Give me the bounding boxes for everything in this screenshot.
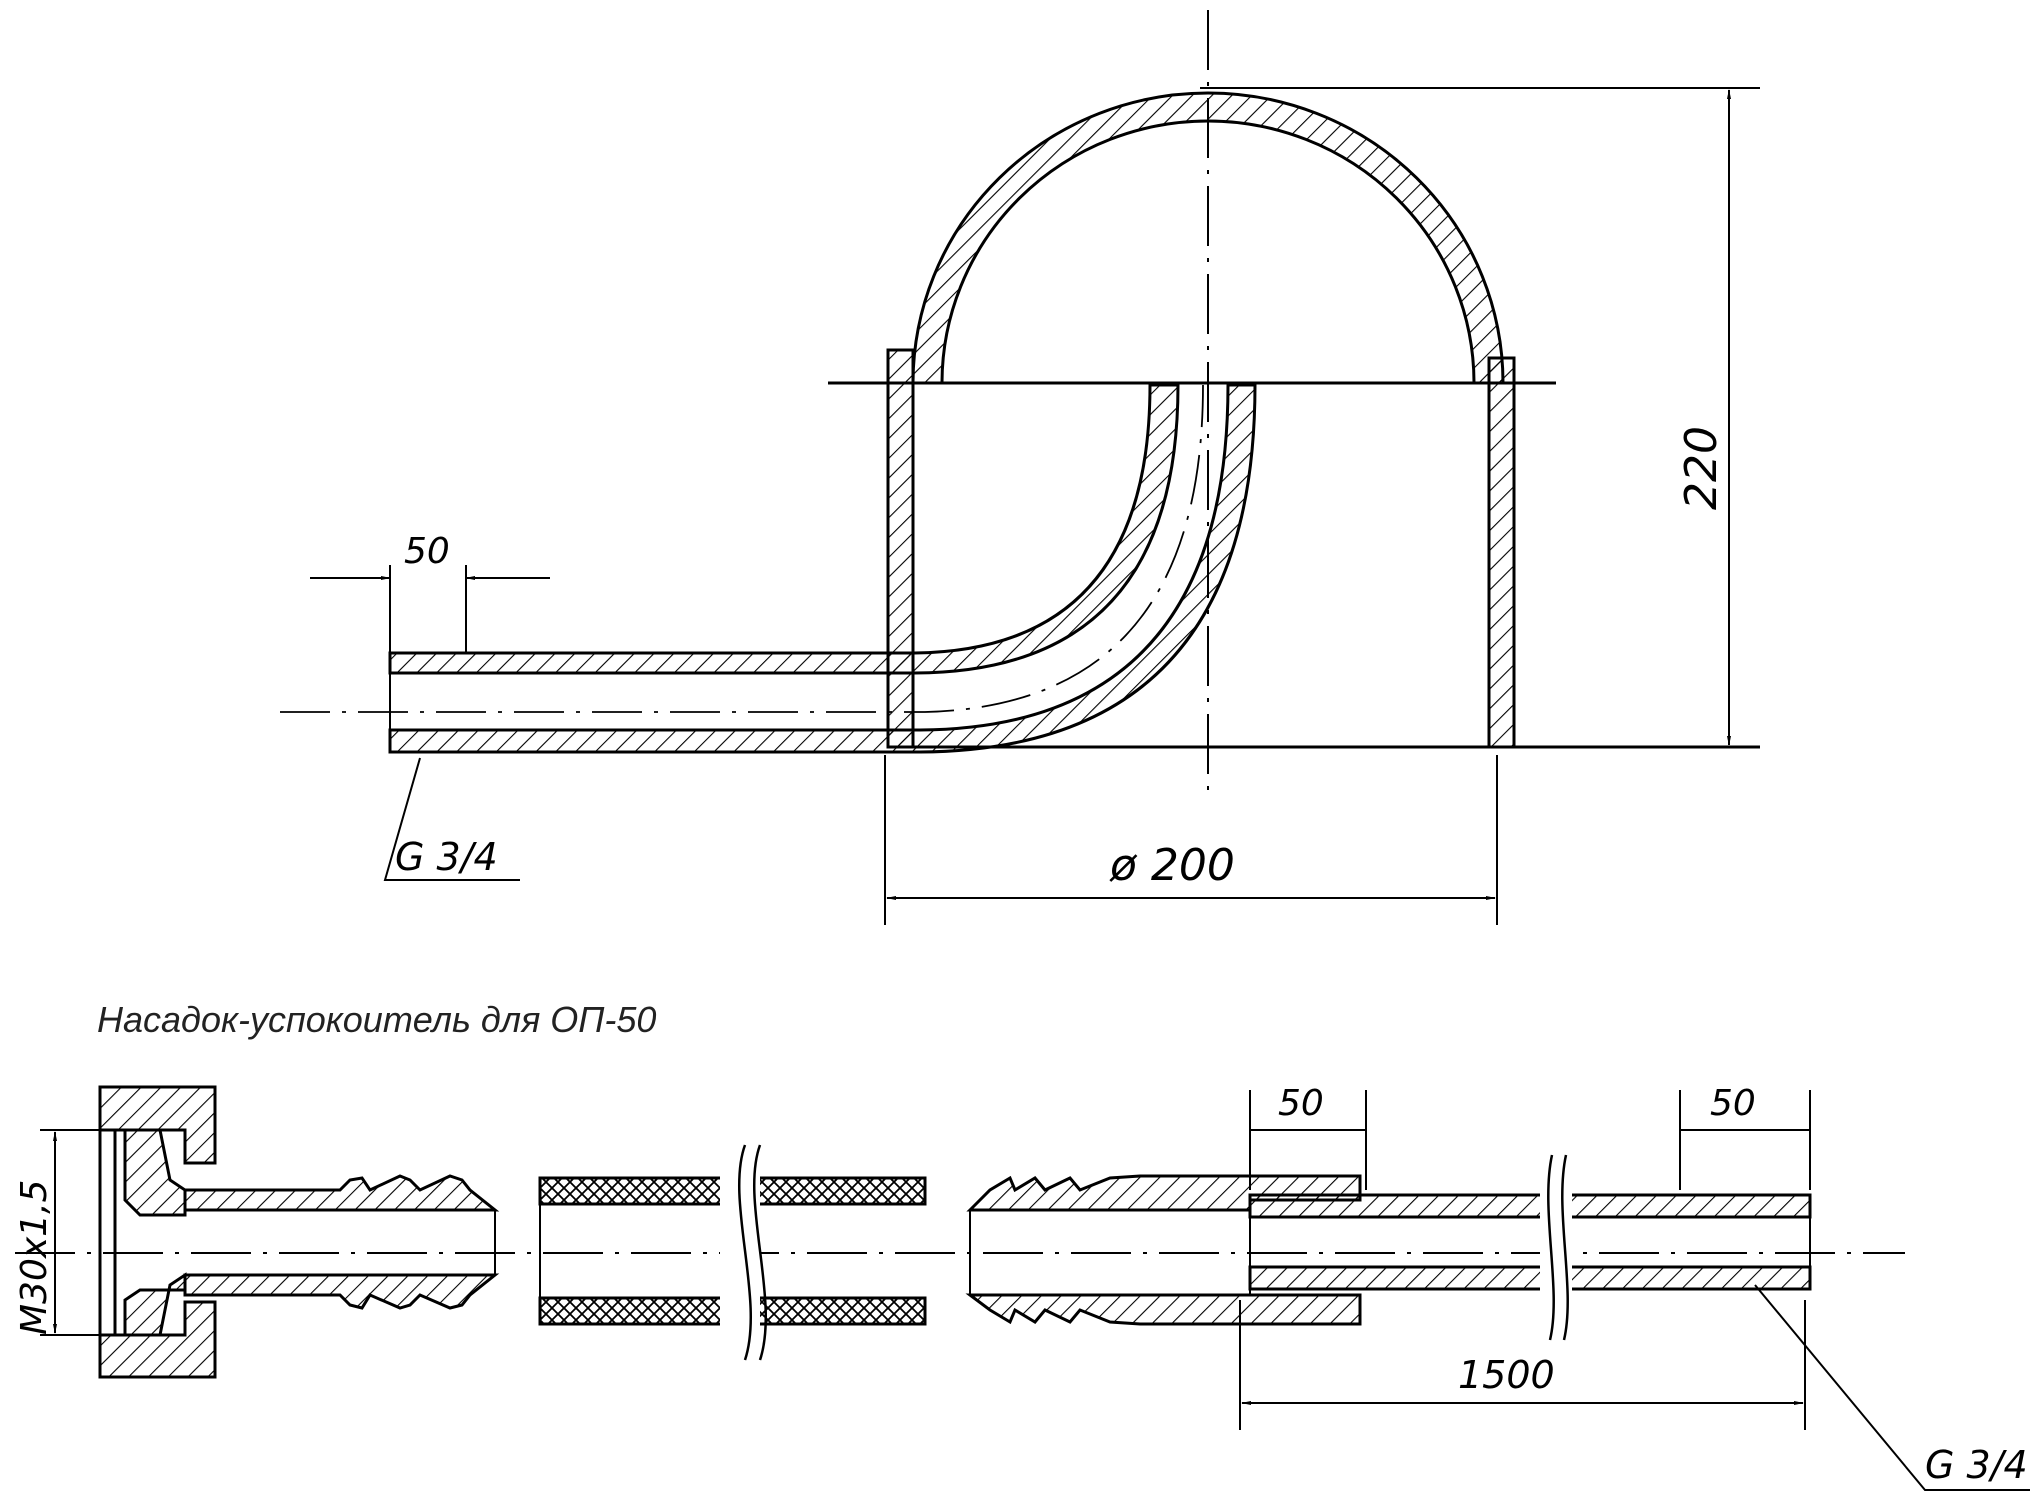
tube-upper-wall bbox=[1248, 1193, 1812, 1219]
dim-diameter: ø 200 bbox=[1109, 840, 1235, 891]
thread-label-top: G 3/4 bbox=[395, 835, 498, 879]
hose-break-marks bbox=[738, 1144, 767, 1361]
fitting-flange-lower bbox=[123, 1272, 187, 1337]
dim-height: 220 bbox=[1676, 426, 1727, 510]
tube-break-marks bbox=[1547, 1154, 1569, 1341]
thread-label-bottom: G 3/4 bbox=[1925, 1443, 2028, 1487]
thread-leader-top bbox=[383, 757, 520, 881]
elbow-pipe-upper-wall bbox=[388, 383, 1180, 675]
thread-metric: M30x1,5 bbox=[14, 1180, 55, 1335]
pipe-axis bbox=[280, 384, 1204, 713]
union-nut-face bbox=[98, 1128, 117, 1337]
tube-lower-wall bbox=[1248, 1265, 1812, 1291]
dim-left-50: 50 bbox=[1278, 1083, 1324, 1124]
shank-upper-wall bbox=[183, 1174, 500, 1212]
shank-lower-wall bbox=[183, 1273, 500, 1310]
dim-length: 1500 bbox=[1458, 1353, 1555, 1397]
caption: Насадок-успокоитель для ОП-50 bbox=[97, 999, 656, 1040]
top-view: 50 G 3/4 ø 200 220 bbox=[280, 10, 1760, 925]
elbow-pipe-lower-wall bbox=[388, 383, 1257, 754]
right-fitting-lower bbox=[965, 1293, 1362, 1326]
cylinder-left-wall bbox=[886, 348, 915, 749]
dim-inlet-length: 50 bbox=[404, 531, 450, 572]
fitting-flange-upper bbox=[123, 1128, 187, 1217]
cylinder-right-wall bbox=[1487, 356, 1516, 749]
dim-right-50: 50 bbox=[1710, 1083, 1756, 1124]
thread-leader-bottom bbox=[1754, 1284, 2030, 1491]
bottom-view: M30x1,5 50 50 1500 G 3 bbox=[14, 1083, 2030, 1491]
